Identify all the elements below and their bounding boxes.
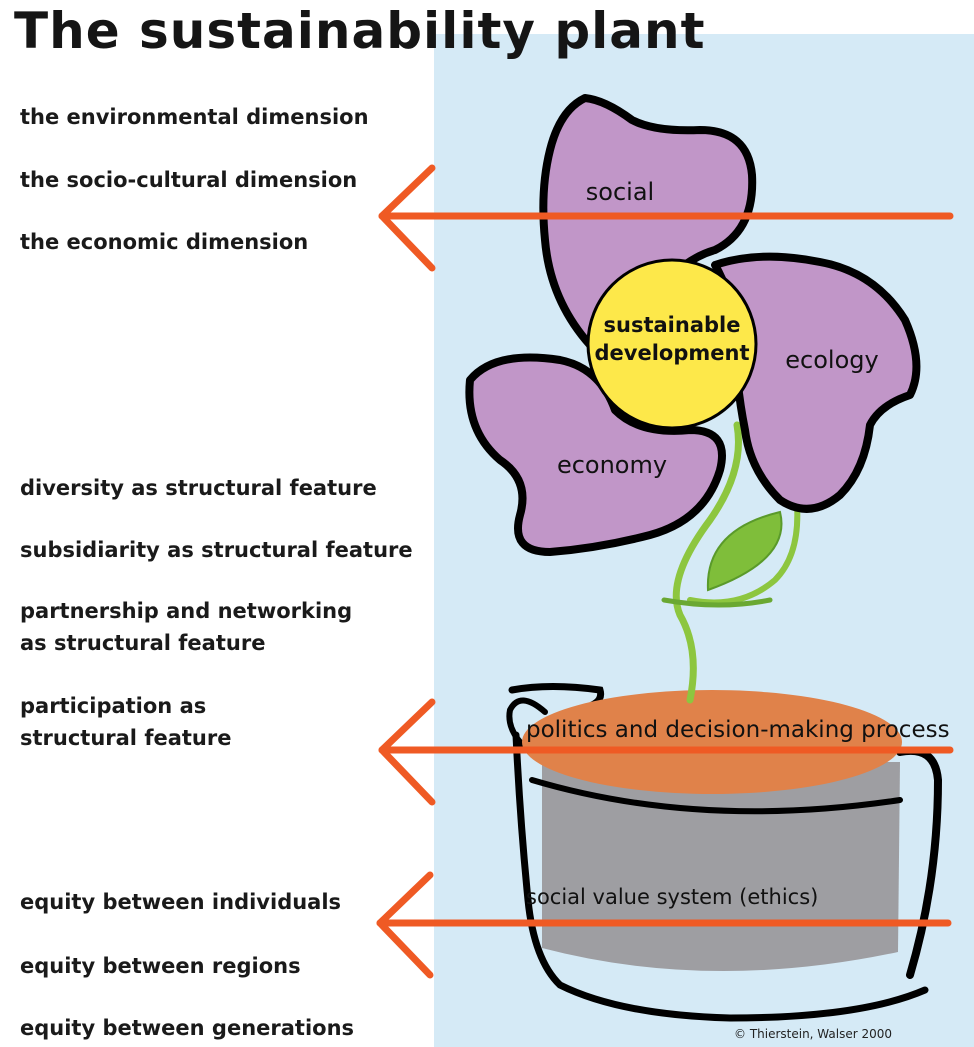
leaf: [706, 510, 783, 592]
label-equity-generations: equity between generations: [20, 1016, 355, 1040]
label-diversity: diversity as structural feature: [20, 476, 377, 500]
stem-main: [672, 421, 742, 704]
arrow-middle: [378, 698, 954, 806]
stem-curl: [661, 597, 773, 608]
label-equity-regions: equity between regions: [20, 954, 301, 978]
pot: [506, 683, 943, 1022]
stem: [661, 421, 801, 704]
petal-economy-label: economy: [557, 451, 667, 479]
pot-rim-bottom: [529, 777, 903, 815]
center-label-line-1: sustainable: [604, 313, 741, 337]
label-socio-cultural-dimension: the socio-cultural dimension: [20, 168, 358, 192]
pot-outline-left: [512, 731, 929, 1022]
soil-label: politics and decision-making process: [526, 717, 950, 743]
petal-ecology-label: ecology: [785, 346, 878, 374]
label-partnership-networking: partnership and networking as structural…: [20, 599, 353, 655]
center-label-line-2: development: [595, 341, 750, 365]
label-environmental-dimension: the environmental dimension: [20, 105, 369, 129]
petal-social-label: social: [586, 178, 654, 206]
arrow-top: [378, 164, 954, 272]
petal-economy: [465, 353, 726, 556]
label-equity-individuals: equity between individuals: [20, 890, 342, 914]
pot-label: social value system (ethics): [526, 885, 818, 909]
label-subsidiarity: subsidiarity as structural feature: [20, 538, 413, 562]
diagram-title: The sustainability plant: [14, 2, 706, 60]
label-participation: participation as structural feature: [20, 694, 232, 750]
pot-body: [542, 762, 900, 972]
label-economic-dimension: the economic dimension: [20, 230, 309, 254]
flower-center: [586, 258, 758, 430]
stem-branch: [687, 502, 801, 606]
soil: [522, 690, 902, 794]
pot-handle-right: [896, 746, 943, 979]
copyright-notice: © Thierstein, Walser 2000: [734, 1027, 893, 1041]
arrow-bottom: [376, 871, 952, 979]
